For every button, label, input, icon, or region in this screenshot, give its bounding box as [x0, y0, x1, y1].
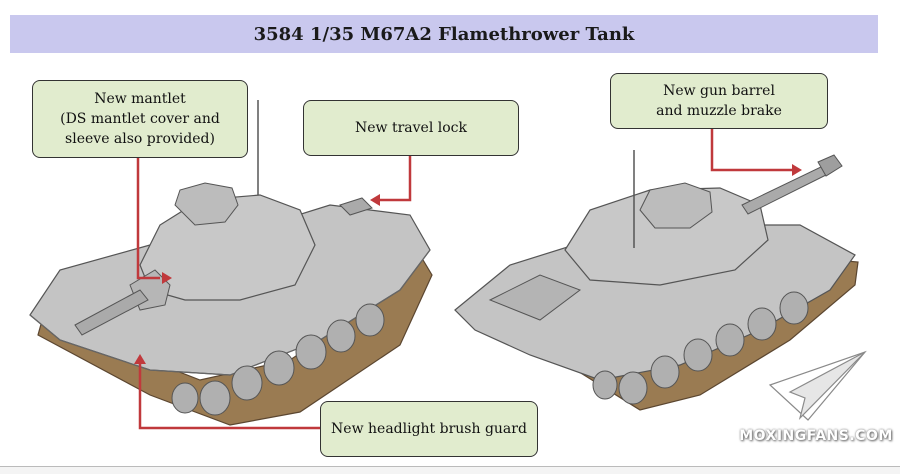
arrow-heads: [134, 164, 802, 364]
arrow-travel-lock: [378, 154, 412, 202]
callout-mantlet-line-3: sleeve also provided): [65, 131, 215, 147]
arrow-mantlet: [136, 156, 160, 280]
left-tank: [29, 100, 433, 426]
bottom-edge-strip: [0, 466, 900, 474]
arrow-head-headlight-guard: [134, 354, 146, 364]
callout-mantlet-line-2: (DS mantlet cover and: [60, 111, 220, 127]
left-tank-road-wheels: [171, 303, 385, 416]
right-tank: [454, 150, 859, 411]
title-text: 3584 1/35 M67A2 Flamethrower Tank: [253, 23, 635, 45]
arrow-headlight-guard: [138, 362, 320, 430]
callout-barrel-line-1: New gun barrel: [663, 83, 775, 99]
left-tank-cupola: [174, 182, 239, 226]
arrow-head-gun-barrel: [792, 164, 802, 176]
watermark: MOXINGFANS.COM: [739, 428, 893, 444]
callout-travel-lock-line-1: New travel lock: [355, 120, 467, 136]
right-tank-road-wheels: [592, 291, 809, 405]
right-tank-cupola: [639, 182, 713, 229]
callout-arrows: [136, 127, 792, 430]
right-tank-turret: [564, 187, 769, 286]
paper-plane-logo: [768, 350, 867, 421]
callout-barrel-line-2: and muzzle brake: [656, 103, 782, 119]
right-tank-engine-deck: [488, 274, 582, 321]
right-tank-gun-barrel: [741, 164, 831, 215]
callout-mantlet-line-1: New mantlet: [94, 91, 186, 107]
left-tank-travel-lock: [339, 197, 373, 216]
right-tank-muzzle-brake: [817, 154, 843, 177]
arrow-head-travel-lock: [370, 194, 380, 206]
callout-new-mantlet: New mantlet (DS mantlet cover and sleeve…: [32, 80, 248, 158]
arrow-gun-barrel: [710, 127, 792, 172]
callout-guard-line-1: New headlight brush guard: [331, 421, 527, 437]
callout-new-gun-barrel: New gun barrel and muzzle brake: [610, 73, 828, 129]
left-tank-gun: [74, 289, 149, 336]
callout-new-travel-lock: New travel lock: [303, 100, 519, 156]
arrow-head-mantlet: [162, 272, 172, 284]
callout-new-headlight-brush-guard: New headlight brush guard: [320, 401, 538, 457]
left-tank-fender: [29, 249, 431, 376]
diagram-title: 3584 1/35 M67A2 Flamethrower Tank: [10, 15, 878, 53]
